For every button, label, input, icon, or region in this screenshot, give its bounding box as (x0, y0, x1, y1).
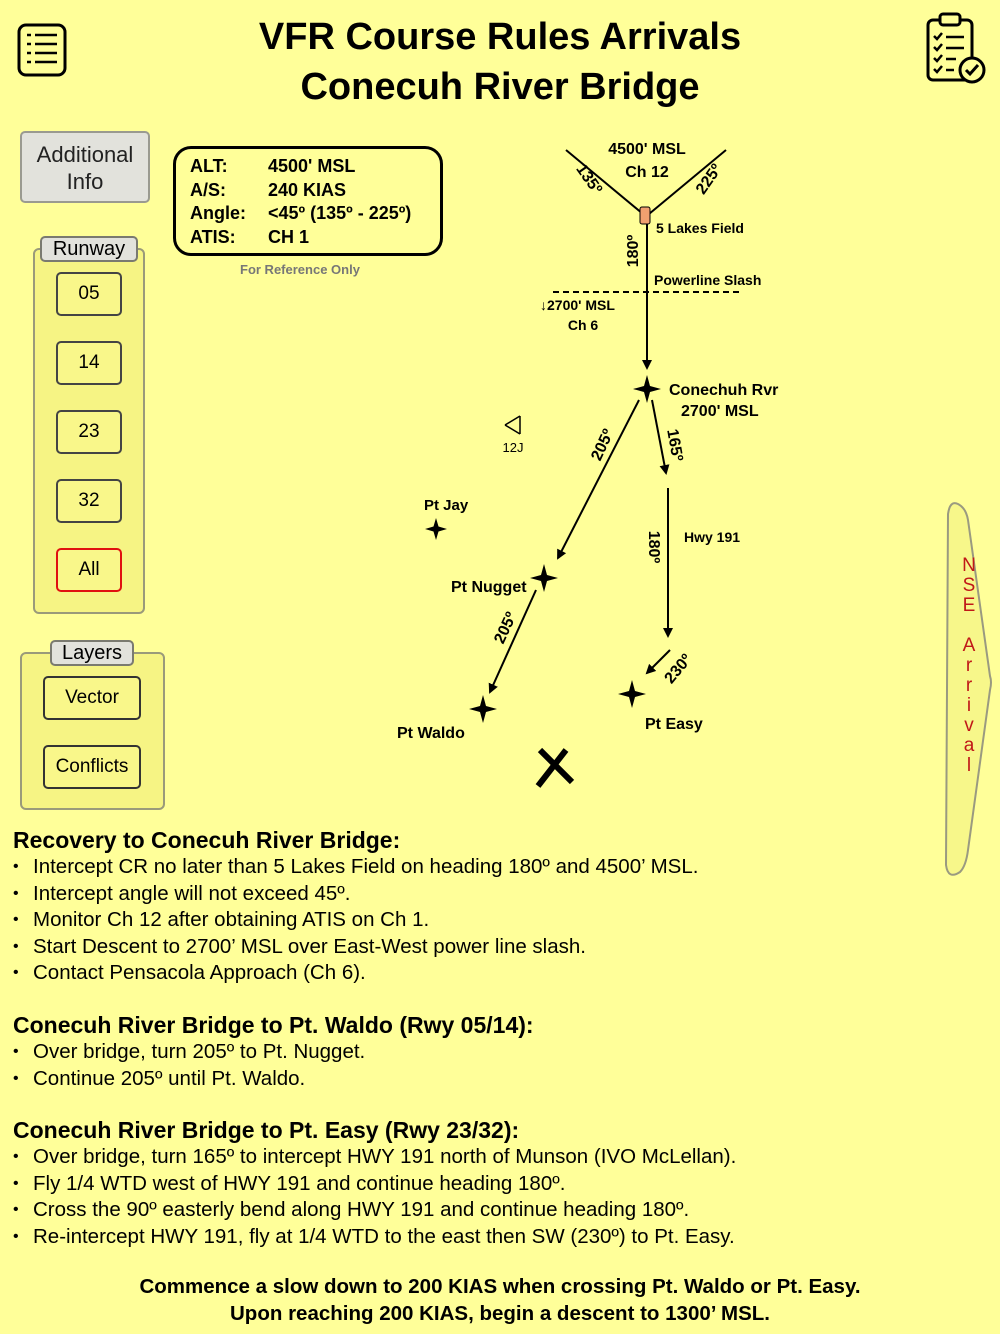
heading-165-label: 165º (663, 428, 685, 463)
additional-info-line-2: Info (66, 169, 104, 194)
pt-easy-label: Pt Easy (645, 716, 703, 733)
info-row-atis: ATIS:CH 1 (190, 226, 310, 247)
footer-line-2: Upon reaching 200 KIAS, begin a descent … (230, 1302, 770, 1325)
info-row-alt: ALT:4500' MSL (190, 156, 356, 176)
clipboard-check-icon[interactable] (924, 10, 988, 88)
list-item: Re-intercept HWY 191, fly at 1/4 WTD to … (13, 1224, 973, 1251)
five-lakes-field-label: 5 Lakes Field (656, 220, 744, 236)
heading-135-label: 135º (572, 161, 605, 198)
list-item: Cross the 90º easterly bend along HWY 19… (13, 1197, 973, 1224)
runway-cross-icon (535, 747, 575, 788)
route-line-135 (565, 149, 644, 215)
arrival-info-box: ALT:4500' MSL A/S:240 KIAS Angle:<45º (1… (173, 146, 443, 256)
info-row-angle: Angle:<45º (135º - 225º) (190, 203, 412, 223)
runway-05-button[interactable]: 05 (56, 272, 122, 316)
entry-channel-label: Ch 12 (625, 164, 669, 181)
heading-180-top-label: 180º (625, 235, 642, 268)
list-item: Contact Pensacola Approach (Ch 6). (13, 960, 973, 987)
nse-arrival-tab-label[interactable]: N S E A r r i v a l (962, 555, 976, 776)
hwy-191-label: Hwy 191 (684, 529, 740, 545)
pt-nugget-fix-icon (530, 564, 558, 592)
info-row-airspeed: A/S:240 KIAS (190, 179, 347, 200)
route-line-205-waldo (488, 589, 537, 694)
airfield-12j-icon (504, 415, 521, 435)
reference-note: For Reference Only (240, 262, 360, 277)
list-item: Intercept CR no later than 5 Lakes Field… (13, 854, 973, 881)
heading-205-a-label: 205º (588, 427, 617, 464)
section-heading: Conecuh River Bridge to Pt. Easy (Rwy 23… (13, 1117, 520, 1143)
runway-label: Runway (40, 236, 138, 262)
entry-alt-label: 4500' MSL (608, 141, 686, 158)
easy-section: Conecuh River Bridge to Pt. Easy (Rwy 23… (13, 1116, 973, 1250)
pt-easy-fix-icon (618, 680, 646, 708)
additional-info-line-1: Additional (36, 142, 134, 167)
five-lakes-field-marker (639, 206, 651, 225)
pt-waldo-label: Pt Waldo (397, 725, 465, 742)
arrival-route-map: 4500' MSL Ch 12 135º 225º 5 Lakes Field … (397, 141, 778, 788)
route-line-230 (645, 649, 671, 675)
descent-alt-label: ↓2700' MSL (540, 297, 615, 313)
vector-layer-button[interactable]: Vector (43, 676, 141, 720)
list-item: Continue 205º until Pt. Waldo. (13, 1066, 973, 1093)
runway-32-button[interactable]: 32 (56, 479, 122, 523)
bridge-alt-label: 2700' MSL (681, 403, 759, 420)
runway-14-button[interactable]: 14 (56, 341, 122, 385)
list-icon[interactable] (16, 22, 68, 78)
runway-23-button[interactable]: 23 (56, 410, 122, 454)
heading-180-hwy-label: 180º (645, 531, 662, 564)
list-item: Over bridge, turn 205º to Pt. Nugget. (13, 1039, 973, 1066)
list-item: Monitor Ch 12 after obtaining ATIS on Ch… (13, 907, 973, 934)
recovery-section: Recovery to Conecuh River Bridge: Interc… (13, 826, 973, 987)
section-heading: Conecuh River Bridge to Pt. Waldo (Rwy 0… (13, 1012, 534, 1038)
pt-waldo-fix-icon (469, 695, 497, 723)
powerline-slash-label: Powerline Slash (654, 272, 761, 288)
footer-note: Commence a slow down to 200 KIAS when cr… (0, 1273, 1000, 1327)
bridge-name-label: Conechuh Rvr (669, 382, 778, 399)
route-line-165 (651, 399, 670, 475)
pt-jay-fix-icon (425, 518, 447, 540)
additional-info-button[interactable]: Additional Info (20, 131, 150, 203)
title-line-2: Conecuh River Bridge (300, 66, 700, 108)
route-line-205-nugget (557, 399, 640, 560)
conecuh-bridge-fix-icon (633, 375, 661, 403)
descent-channel-label: Ch 6 (568, 317, 599, 333)
title-line-1: VFR Course Rules Arrivals (258, 16, 742, 58)
conflicts-layer-button[interactable]: Conflicts (43, 745, 141, 789)
waldo-section: Conecuh River Bridge to Pt. Waldo (Rwy 0… (13, 1011, 973, 1092)
layers-label: Layers (50, 640, 134, 666)
heading-225-label: 225º (693, 161, 726, 198)
list-item: Intercept angle will not exceed 45º. (13, 881, 973, 908)
section-heading: Recovery to Conecuh River Bridge: (13, 827, 401, 853)
pt-nugget-label: Pt Nugget (451, 579, 527, 596)
list-item: Fly 1/4 WTD west of HWY 191 and continue… (13, 1171, 973, 1198)
pt-jay-label: Pt Jay (424, 497, 469, 514)
footer-line-1: Commence a slow down to 200 KIAS when cr… (139, 1275, 861, 1298)
list-item: Over bridge, turn 165º to intercept HWY … (13, 1144, 973, 1171)
heading-230-label: 230º (662, 651, 696, 687)
heading-205-b-label: 205º (491, 610, 520, 647)
runway-all-button[interactable]: All (56, 548, 122, 592)
page-title: VFR Course Rules Arrivals Conecuh River … (0, 12, 1000, 112)
list-item: Start Descent to 2700’ MSL over East-Wes… (13, 934, 973, 961)
route-line-225 (648, 149, 727, 215)
airfield-12j-label: 12J (503, 440, 524, 455)
